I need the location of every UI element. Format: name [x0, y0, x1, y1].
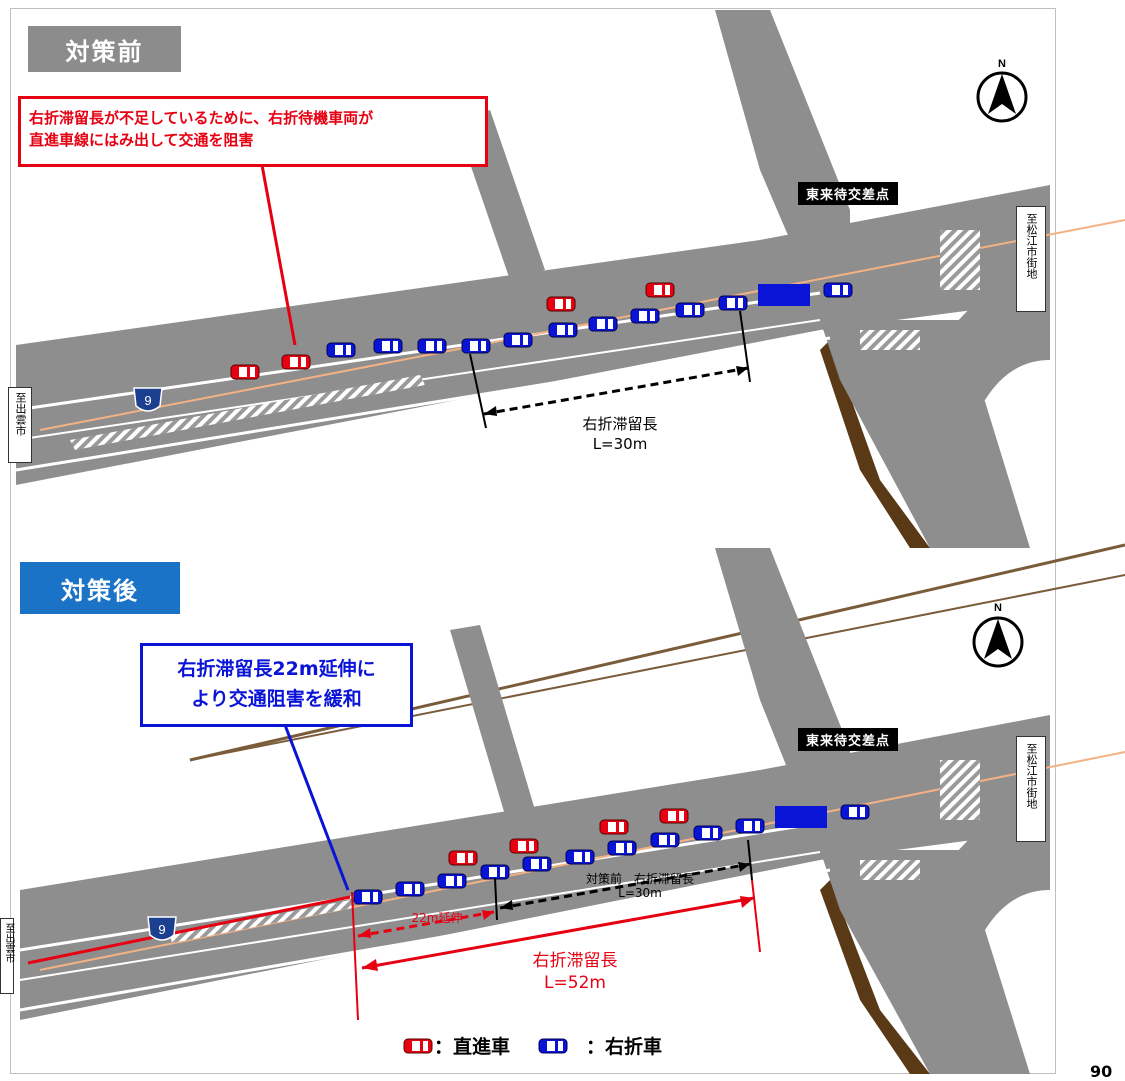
- lane-line: [15, 336, 831, 472]
- callout-text: 直進車線にはみ出して交通を阻害: [29, 131, 254, 149]
- length-value: L=30m: [618, 886, 662, 900]
- straight-car: [599, 819, 629, 835]
- crosswalk: [940, 230, 980, 290]
- extension-line: [27, 895, 351, 965]
- cross-road-north: [715, 548, 850, 775]
- dim-arrow: [484, 406, 497, 416]
- length-value: L=52m: [544, 973, 606, 993]
- dim-line-ext: [357, 910, 495, 938]
- right-turn-car: [522, 856, 552, 872]
- dim-line-old: [499, 862, 751, 910]
- section-tag-after: 対策後: [20, 562, 180, 614]
- route-shield: [133, 387, 163, 412]
- right-turn-car: [395, 881, 425, 897]
- zebra-zone: [70, 375, 425, 450]
- destination-sign-matsue: 至松江市街地: [1016, 736, 1046, 842]
- right-turn-car: [437, 873, 467, 889]
- compass-arrow: [988, 74, 1016, 114]
- zebra-zone: [170, 900, 352, 943]
- legend-right-turn: ：右折車: [586, 1032, 662, 1059]
- straight-car: [509, 838, 539, 854]
- railway-line: [189, 574, 1125, 761]
- truck: [775, 806, 827, 828]
- legend-straight: ：直進車: [434, 1032, 510, 1059]
- legend: ：直進車 ：右折車: [400, 1032, 680, 1059]
- right-turn-car: [353, 889, 383, 905]
- callout-pointer: [260, 164, 297, 346]
- straight-car: [659, 808, 689, 824]
- dim-line-new: [361, 896, 755, 970]
- legend-right-turn-text: ：右折車: [586, 1036, 663, 1058]
- destination-sign-matsue: 至松江市街地: [1016, 206, 1046, 312]
- compass-arrow: [984, 619, 1012, 659]
- dim-arrow: [736, 366, 748, 376]
- dim-tick: [494, 877, 498, 921]
- callout-text: 右折滞留長22m延伸に: [177, 658, 376, 680]
- destination-text: 至松江市街地: [1025, 743, 1038, 809]
- road-shadow: [820, 880, 930, 1074]
- callout-pointer: [283, 724, 350, 891]
- page-number: 90: [1090, 1062, 1113, 1081]
- lane-line: [19, 868, 831, 1012]
- crosswalk: [860, 330, 920, 350]
- destination-text: 至出雲市: [3, 923, 14, 963]
- extension-label: 22m延伸: [411, 911, 463, 925]
- intersection-label: 東来待交差点: [798, 728, 899, 751]
- compass-n: N: [994, 602, 1002, 614]
- route-shield: [147, 916, 177, 941]
- new-length-label: 右折滞留長 L=52m: [500, 950, 650, 994]
- length-title: 右折滞留長: [582, 415, 658, 433]
- old-length-label: 対策前 右折滞留長 L=30m: [550, 872, 730, 900]
- right-turn-car: [650, 832, 680, 848]
- truck: [758, 284, 810, 306]
- dim-tick: [751, 879, 761, 953]
- crosswalk: [860, 860, 920, 880]
- dim-arrow: [738, 862, 750, 872]
- dim-arrow: [358, 928, 371, 938]
- crosswalk: [940, 760, 980, 820]
- lane-line: [19, 851, 821, 981]
- length-value: L=30m: [592, 435, 648, 453]
- callout-after: 右折滞留長22m延伸に より交通阻害を緩和: [140, 643, 413, 727]
- legend-straight-text: ：直進車: [434, 1036, 511, 1058]
- right-turn-car: [607, 840, 637, 856]
- length-label-before: 右折滞留長 L=30m: [560, 414, 680, 454]
- callout-text: 右折滞留長が不足しているために、右折待機車両が: [29, 109, 374, 127]
- section-tag-before: 対策前: [28, 26, 181, 72]
- dim-arrow: [482, 910, 494, 920]
- intersection-label: 東来待交差点: [798, 182, 899, 205]
- destination-text: 至出雲市: [14, 392, 27, 436]
- callout-text: より交通阻害を緩和: [191, 688, 362, 710]
- length-title: 右折滞留長: [532, 951, 618, 971]
- dim-tick: [469, 353, 487, 429]
- callout-before: 右折滞留長が不足しているために、右折待機車両が 直進車線にはみ出して交通を阻害: [18, 96, 488, 167]
- route-number: 9: [158, 922, 165, 937]
- right-turn-car: [840, 804, 870, 820]
- dim-tick: [739, 310, 751, 383]
- right-turn-car: [480, 864, 510, 880]
- side-road: [450, 625, 535, 815]
- dim-arrow: [740, 896, 754, 908]
- destination-sign-izumo: 至出雲市: [0, 918, 14, 994]
- dim-arrow: [362, 959, 378, 971]
- right-turn-car: [693, 825, 723, 841]
- dim-tick: [747, 839, 753, 881]
- length-title: 対策前 右折滞留長: [585, 872, 694, 886]
- destination-text: 至松江市街地: [1025, 213, 1038, 279]
- route-number: 9: [144, 393, 151, 408]
- dim-arrow: [500, 900, 513, 910]
- destination-sign-izumo: 至出雲市: [8, 387, 32, 463]
- dim-tick: [351, 891, 359, 1021]
- right-turn-car: [735, 818, 765, 834]
- straight-car: [448, 850, 478, 866]
- compass-n: N: [998, 58, 1006, 70]
- dim-line: [483, 366, 749, 416]
- right-turn-car: [565, 849, 595, 865]
